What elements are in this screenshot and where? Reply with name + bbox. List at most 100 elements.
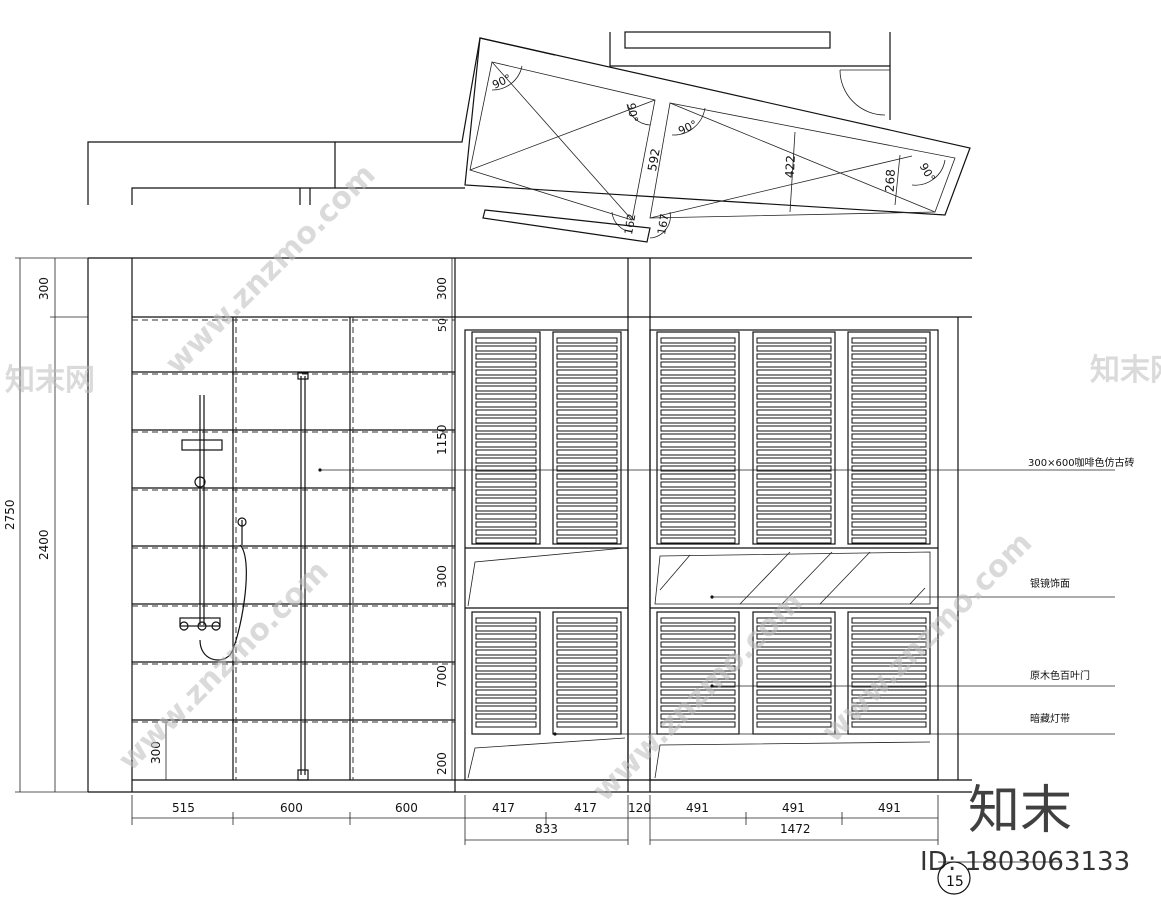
dim-bottom-491a: 491	[686, 801, 709, 815]
tile-grid	[132, 317, 455, 780]
louvre-slat	[556, 537, 618, 544]
louvre-slat	[556, 617, 618, 624]
louvre-slat	[660, 529, 736, 536]
louvre-slat	[851, 369, 927, 376]
plan-angle-2: 90°	[624, 102, 640, 123]
louvre-slat	[556, 625, 618, 632]
louvre-slat	[660, 465, 736, 472]
louvre-slat	[556, 417, 618, 424]
dim-bottom-417b: 417	[574, 801, 597, 815]
louvre-slat	[756, 433, 832, 440]
louvre-slat	[851, 353, 927, 360]
louvre-slat	[851, 361, 927, 368]
louvre-slat	[556, 361, 618, 368]
louvre-slat	[851, 657, 927, 664]
louvre-slat	[851, 473, 927, 480]
louvre-slat	[475, 705, 537, 712]
louvre-slat	[556, 425, 618, 432]
louvre-slat	[756, 377, 832, 384]
louvre-slat	[851, 673, 927, 680]
louvre-slat	[475, 529, 537, 536]
louvre-slat	[556, 681, 618, 688]
louvre-slat	[660, 681, 736, 688]
louvre-slat	[475, 345, 537, 352]
louvre-slat	[660, 521, 736, 528]
louvre-slat	[660, 617, 736, 624]
louvre-slat	[660, 393, 736, 400]
louvre-slat	[556, 465, 618, 472]
watermark-brand-1: 知末网	[5, 363, 95, 398]
louvre-slat	[851, 537, 927, 544]
louvre-slat	[660, 513, 736, 520]
watermark-site-3: www.znzmo.com	[815, 525, 1039, 749]
louvre-slat	[556, 497, 618, 504]
louvre-slat	[851, 377, 927, 384]
louvre-slat	[756, 409, 832, 416]
louvre-slat	[851, 705, 927, 712]
louvre-slat	[556, 641, 618, 648]
louvre-slat	[660, 633, 736, 640]
louvre-slat	[851, 633, 927, 640]
louvre-slat	[756, 665, 832, 672]
dim-mid-700: 700	[435, 665, 449, 688]
louvre-slat	[660, 449, 736, 456]
louvre-slat	[475, 457, 537, 464]
louvre-slat	[660, 697, 736, 704]
louvre-slat	[475, 481, 537, 488]
louvre-slat	[660, 425, 736, 432]
louvre-slat	[475, 505, 537, 512]
louvre-slat	[556, 521, 618, 528]
louvre-slat	[756, 505, 832, 512]
louvre-slat	[756, 521, 832, 528]
louvre-slat	[851, 721, 927, 728]
louvre-slat	[660, 497, 736, 504]
louvre-slat	[556, 433, 618, 440]
louvre-slat	[556, 529, 618, 536]
louvre-slat	[556, 713, 618, 720]
dim-mid-50: 50	[436, 318, 449, 332]
louvre-slat	[756, 681, 832, 688]
louvre-slat	[475, 433, 537, 440]
plan-dim-422: 422	[783, 155, 798, 179]
louvre-slat	[756, 673, 832, 680]
dim-left-2750: 2750	[3, 499, 17, 530]
louvre-panel	[752, 331, 836, 545]
louvre-slat	[556, 721, 618, 728]
louvre-slat	[556, 385, 618, 392]
louvre-slat	[660, 401, 736, 408]
louvre-slat	[851, 625, 927, 632]
louvre-slat	[475, 617, 537, 624]
louvre-slat	[851, 409, 927, 416]
louvre-slat	[475, 713, 537, 720]
louvre-slat	[851, 449, 927, 456]
louvre-slat	[756, 473, 832, 480]
louvre-slat	[756, 657, 832, 664]
louvre-slat	[475, 473, 537, 480]
watermark-id: ID: 1803063133	[920, 847, 1130, 877]
dim-mid-300a: 300	[435, 277, 449, 300]
louvre-slat	[475, 497, 537, 504]
dim-total-1472: 1472	[780, 822, 811, 836]
louvre-slat	[556, 649, 618, 656]
louvre-slat	[556, 441, 618, 448]
watermark-logo: 知末	[968, 781, 1072, 841]
louvre-slat	[556, 673, 618, 680]
louvre-slat	[756, 385, 832, 392]
louvre-slat	[556, 481, 618, 488]
louvre-slat	[851, 697, 927, 704]
louvre-slat	[475, 513, 537, 520]
louvre-slat	[756, 401, 832, 408]
plan-angle-1: 90°	[490, 72, 513, 92]
louvre-slat	[475, 337, 537, 344]
louvre-slat	[756, 633, 832, 640]
louvre-slat	[851, 385, 927, 392]
dim-mid-200: 200	[435, 752, 449, 775]
label-mirror: 银镜饰面	[1030, 577, 1070, 590]
louvre-slat	[851, 505, 927, 512]
plan-view: 90° 90° 90° 90° 592 422 268 162 167	[87, 31, 971, 243]
dim-left-2400: 2400	[37, 529, 51, 560]
louvre-slat	[851, 337, 927, 344]
dim-bottom-600b: 600	[395, 801, 418, 815]
louvre-slat	[660, 481, 736, 488]
louvre-slat	[475, 489, 537, 496]
